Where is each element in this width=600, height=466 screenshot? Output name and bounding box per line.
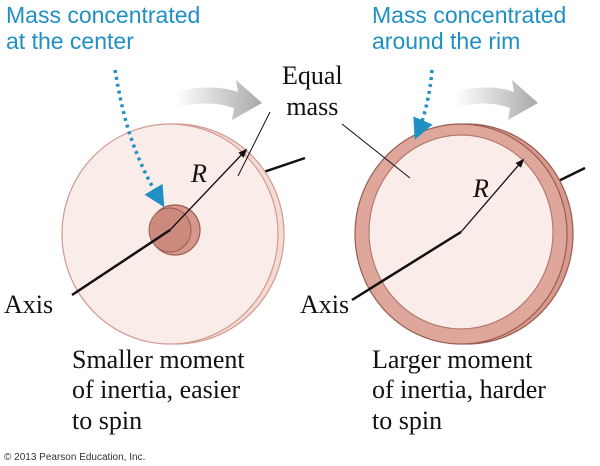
- annotation-left: Mass concentrated at the center: [6, 2, 201, 55]
- equal-mass-pointer-right: [341, 123, 411, 179]
- caption-left: Smaller moment of inertia, easier to spi…: [72, 345, 245, 435]
- disk-right: [341, 123, 586, 345]
- rim-pointer-arrow: [413, 69, 434, 140]
- equal-mass-label: Equal mass: [282, 61, 343, 122]
- annotation-right: Mass concentrated around the rim: [372, 2, 567, 55]
- radius-label-left: R: [191, 159, 207, 188]
- axis-left-front: [71, 228, 171, 297]
- caption-right: Larger moment of inertia, harder to spin: [372, 345, 546, 435]
- radius-left-line: [169, 148, 248, 231]
- rotation-arrow-left: [175, 80, 262, 120]
- copyright-notice: © 2013 Pearson Education, Inc.: [4, 452, 146, 463]
- axis-label-left: Axis: [4, 290, 54, 319]
- axis-right-front: [351, 230, 462, 302]
- radius-right-line: [460, 158, 525, 233]
- disk-left: [61, 111, 306, 345]
- rotation-arrow-right: [455, 80, 538, 120]
- radius-label-right: R: [473, 174, 489, 203]
- equal-mass-pointer-left: [237, 111, 271, 177]
- axis-label-right: Axis: [300, 290, 350, 319]
- center-pointer-arrow: [113, 69, 165, 208]
